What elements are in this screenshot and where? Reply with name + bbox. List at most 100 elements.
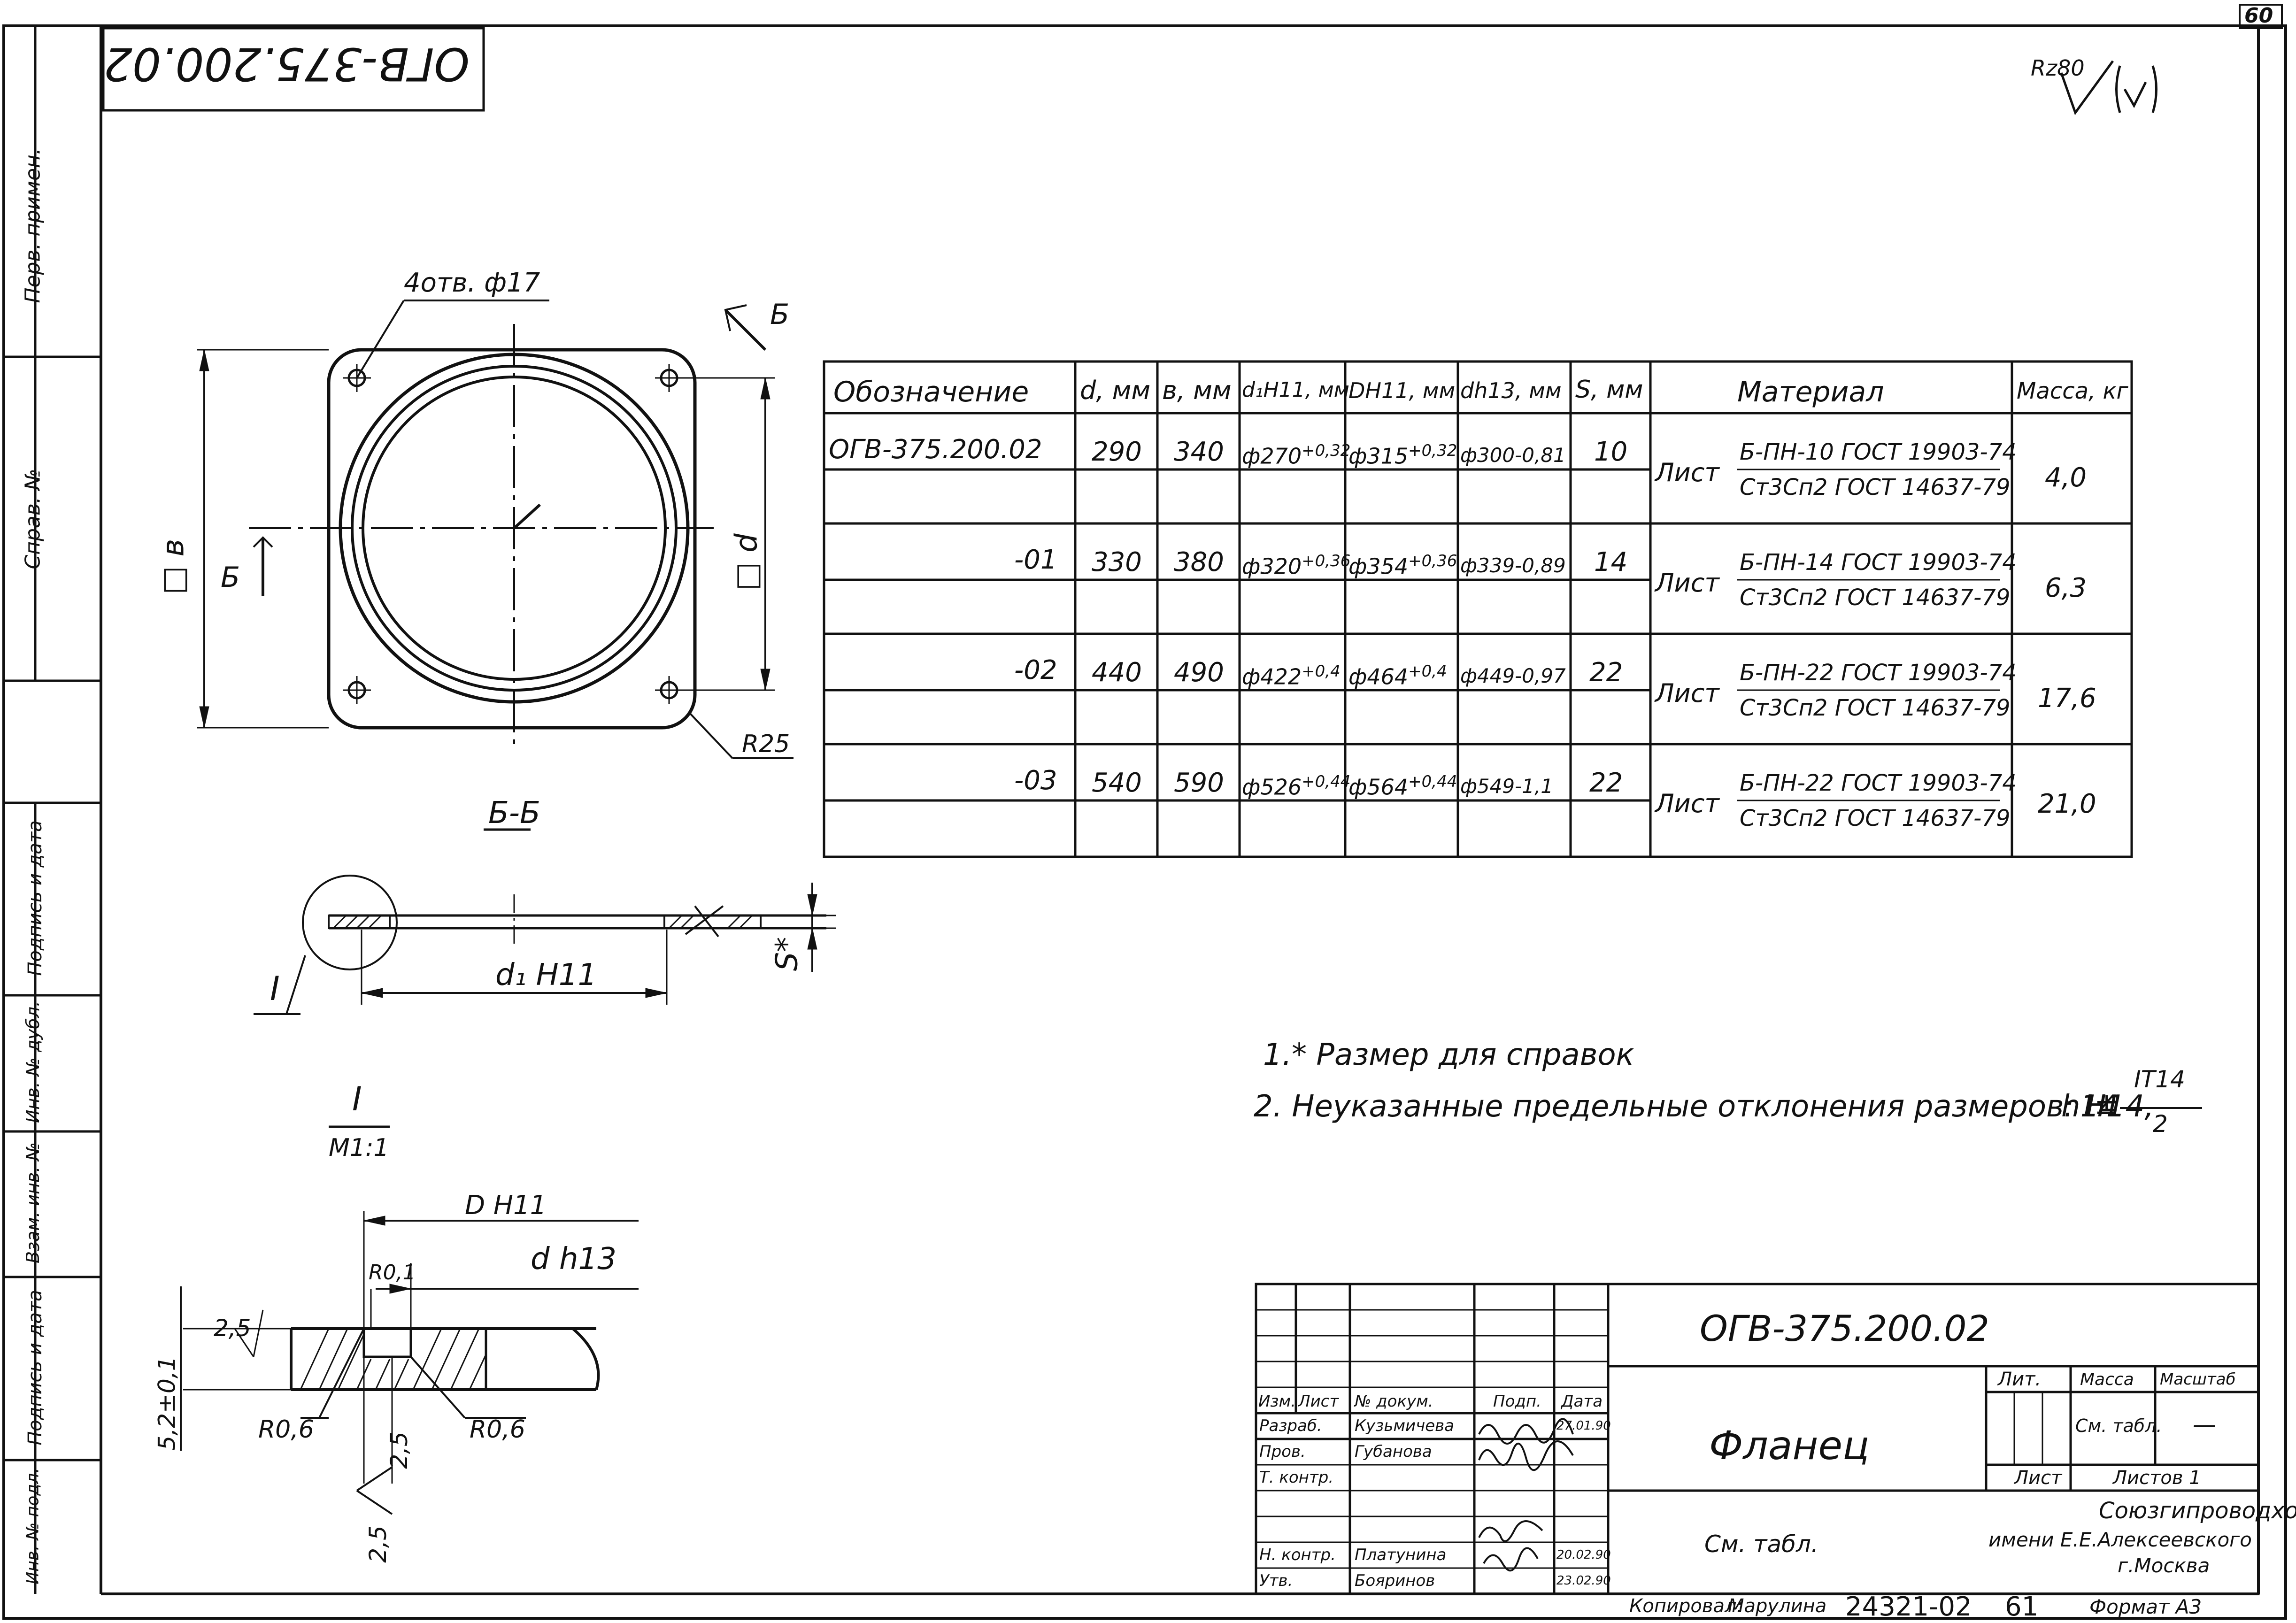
tb-role-4: Утв. [1259, 1571, 1293, 1590]
cell-mass: 21,0 [2038, 789, 2096, 819]
th-d: d, мм [1080, 376, 1151, 405]
cell-dh13: ф300-0,81 [1460, 444, 1566, 467]
cell-d: 330 [1092, 547, 1142, 577]
stamp-sprav-no: Справ. № [21, 469, 45, 569]
cell-mat-top: Б-ПН-22 ГОСТ 19903-74 [1740, 770, 2017, 796]
tb-person-3: Платунина [1355, 1546, 1447, 1564]
cell-d1: ф526+0,44 [1242, 772, 1351, 800]
tb-org-line2: имени Е.Е.Алексеевского [1988, 1528, 2252, 1551]
cell-mat-top: Б-ПН-10 ГОСТ 19903-74 [1740, 439, 2017, 465]
cell-mass: 4,0 [2045, 462, 2087, 493]
detail-dim-25c: 2,5 [364, 1525, 392, 1563]
tb-person-4: Бояринов [1355, 1571, 1435, 1590]
flange-plan-view [197, 300, 794, 759]
tb-person-1: Губанова [1355, 1442, 1432, 1461]
tb-sheet-label: Лист [2014, 1467, 2062, 1489]
tb-date-3: 20.02.90 [1556, 1548, 1611, 1562]
detail-dh11: D H11 [465, 1190, 547, 1221]
section-title: Б-Б [488, 796, 540, 831]
cell-mat-bottom: Ст3Сп2 ГОСТ 14637-79 [1740, 585, 2011, 611]
copied-name: Марулина [1728, 1595, 1827, 1617]
detail-dim-25b: 2,5 [385, 1431, 413, 1469]
spec-table-grid [823, 360, 2133, 858]
tb-col-doc: № докум. [1355, 1392, 1433, 1411]
cell-mat-prefix: Лист [1655, 678, 1719, 708]
detail-view [180, 1125, 639, 1515]
detail-r06b: R0,6 [470, 1415, 525, 1444]
detail-r06a: R0,6 [258, 1415, 314, 1444]
radius-label: R25 [742, 730, 790, 758]
holes-label: 4отв. ф17 [404, 268, 540, 298]
cell-D: ф564+0,44 [1348, 772, 1457, 800]
th-mass: Масса, кг [2017, 378, 2128, 404]
tb-scale-label: Масштаб [2160, 1370, 2236, 1389]
format-label: Формат А3 [2089, 1595, 2202, 1618]
tb-code: ОГВ-375.200.02 [1700, 1308, 1989, 1349]
cell-mat-bottom: Ст3Сп2 ГОСТ 14637-79 [1740, 695, 2011, 721]
tb-role-1: Пров. [1259, 1442, 1306, 1461]
cell-d1: ф422+0,4 [1242, 662, 1341, 690]
th-b: в, мм [1162, 376, 1232, 405]
tb-date-0: 27.01.90 [1556, 1419, 1611, 1433]
tb-col-izm: Изм. [1258, 1392, 1296, 1411]
th-s: S, мм [1575, 376, 1643, 404]
cell-D: ф315+0,32 [1348, 441, 1457, 469]
tb-person-0: Кузьмичева [1355, 1416, 1455, 1435]
detail-scale: М1:1 [329, 1134, 389, 1162]
note-2-plusminus: ± [2094, 1087, 2119, 1122]
cell-mat-prefix: Лист [1655, 458, 1719, 487]
detail-dim-52: 5,2±0,1 [153, 1356, 181, 1451]
cell-dh13: ф549-1,1 [1460, 775, 1554, 798]
roughness-symbol [2060, 60, 2157, 115]
cell-b: 590 [1174, 768, 1224, 798]
cell-mass: 6,3 [2045, 573, 2087, 603]
cell-d1: ф320+0,36 [1242, 552, 1351, 579]
dim-side-b: □ в [156, 538, 191, 595]
cell-mat-top: Б-ПН-14 ГОСТ 19903-74 [1740, 549, 2017, 576]
cell-mat-bottom: Ст3Сп2 ГОСТ 14637-79 [1740, 474, 2011, 500]
tb-org-line1: Союзгипроводхоз [2099, 1498, 2296, 1524]
tb-col-date: Дата [1561, 1392, 1603, 1411]
tb-role-0: Разраб. [1259, 1416, 1322, 1435]
th-dh13: dh13, мм [1460, 378, 1562, 403]
cell-dh13: ф449-0,97 [1460, 664, 1566, 687]
tb-date-4: 23.02.90 [1556, 1574, 1611, 1588]
cell-d1: ф270+0,32 [1242, 441, 1351, 469]
th-designation: Обозначение [833, 376, 1029, 408]
dim-side-d: □ d [729, 533, 764, 591]
tb-material-ref: См. табл. [1704, 1531, 1818, 1558]
cell-b: 380 [1174, 547, 1224, 577]
cell-mat-prefix: Лист [1655, 789, 1719, 818]
cell-s: 22 [1589, 768, 1623, 798]
detail-mark-label: I [270, 969, 280, 1008]
signatures [1478, 1418, 1574, 1572]
cell-designation: -01 [1014, 545, 1057, 575]
cell-mat-bottom: Ст3Сп2 ГОСТ 14637-79 [1740, 805, 2011, 831]
section-mark-left: Б [221, 561, 240, 594]
sheet-number: 60 [2244, 4, 2273, 28]
cell-D: ф354+0,36 [1348, 552, 1457, 579]
cell-b: 490 [1174, 657, 1224, 688]
cell-designation: -03 [1014, 765, 1057, 796]
cell-D: ф464+0,4 [1348, 662, 1447, 690]
thickness-label: S* [770, 937, 805, 971]
cell-s: 10 [1594, 437, 1628, 467]
tb-name: Фланец [1709, 1423, 1870, 1469]
roughness-value: Rz80 [2031, 55, 2085, 81]
cell-s: 14 [1594, 547, 1628, 577]
tb-col-podp: Подп. [1493, 1392, 1541, 1411]
cell-b: 340 [1174, 437, 1224, 467]
detail-dh13: d h13 [531, 1242, 616, 1277]
archive-sheet: 61 [2005, 1592, 2039, 1622]
note-2-frac-num: IT14 [2134, 1066, 2185, 1093]
tb-role-3: Н. контр. [1259, 1546, 1336, 1564]
rotated-drawing-code: ОГВ-375.200.02 [103, 38, 470, 90]
cell-mass: 17,6 [2038, 683, 2096, 714]
cell-dh13: ф339-0,89 [1460, 554, 1566, 577]
tb-mass-label: Масса [2080, 1370, 2134, 1389]
th-material: Материал [1737, 376, 1884, 408]
tb-org-line3: г.Москва [2118, 1554, 2210, 1577]
note-2-frac-den: 2 [2153, 1110, 2168, 1138]
stamp-perv-primen: Перв. примен. [21, 148, 45, 303]
